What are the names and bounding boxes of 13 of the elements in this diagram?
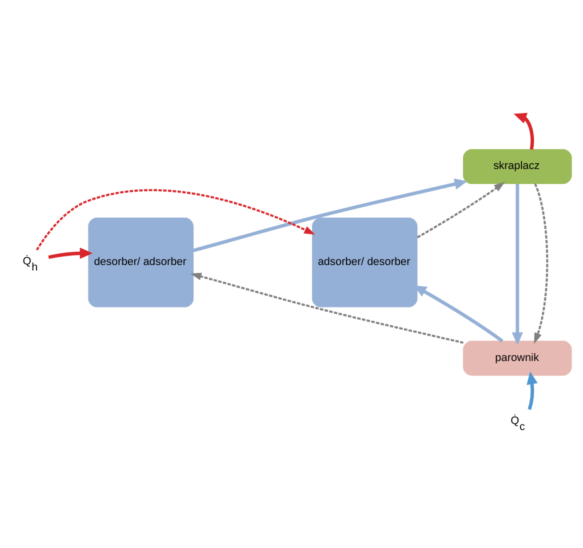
arrow (190, 272, 464, 344)
node-box: desorber/ adsorber (88, 217, 194, 307)
arrow (48, 247, 93, 258)
arrow (526, 370, 538, 410)
node-box: skraplacz (463, 148, 572, 184)
arrow (192, 178, 468, 252)
arrow (514, 112, 534, 150)
arrow (36, 188, 316, 250)
arrow (512, 183, 524, 345)
arrow (416, 181, 505, 238)
node-box: adsorber/ desorber (312, 217, 418, 307)
node-box: parownik (463, 340, 572, 376)
arrow (534, 182, 548, 344)
